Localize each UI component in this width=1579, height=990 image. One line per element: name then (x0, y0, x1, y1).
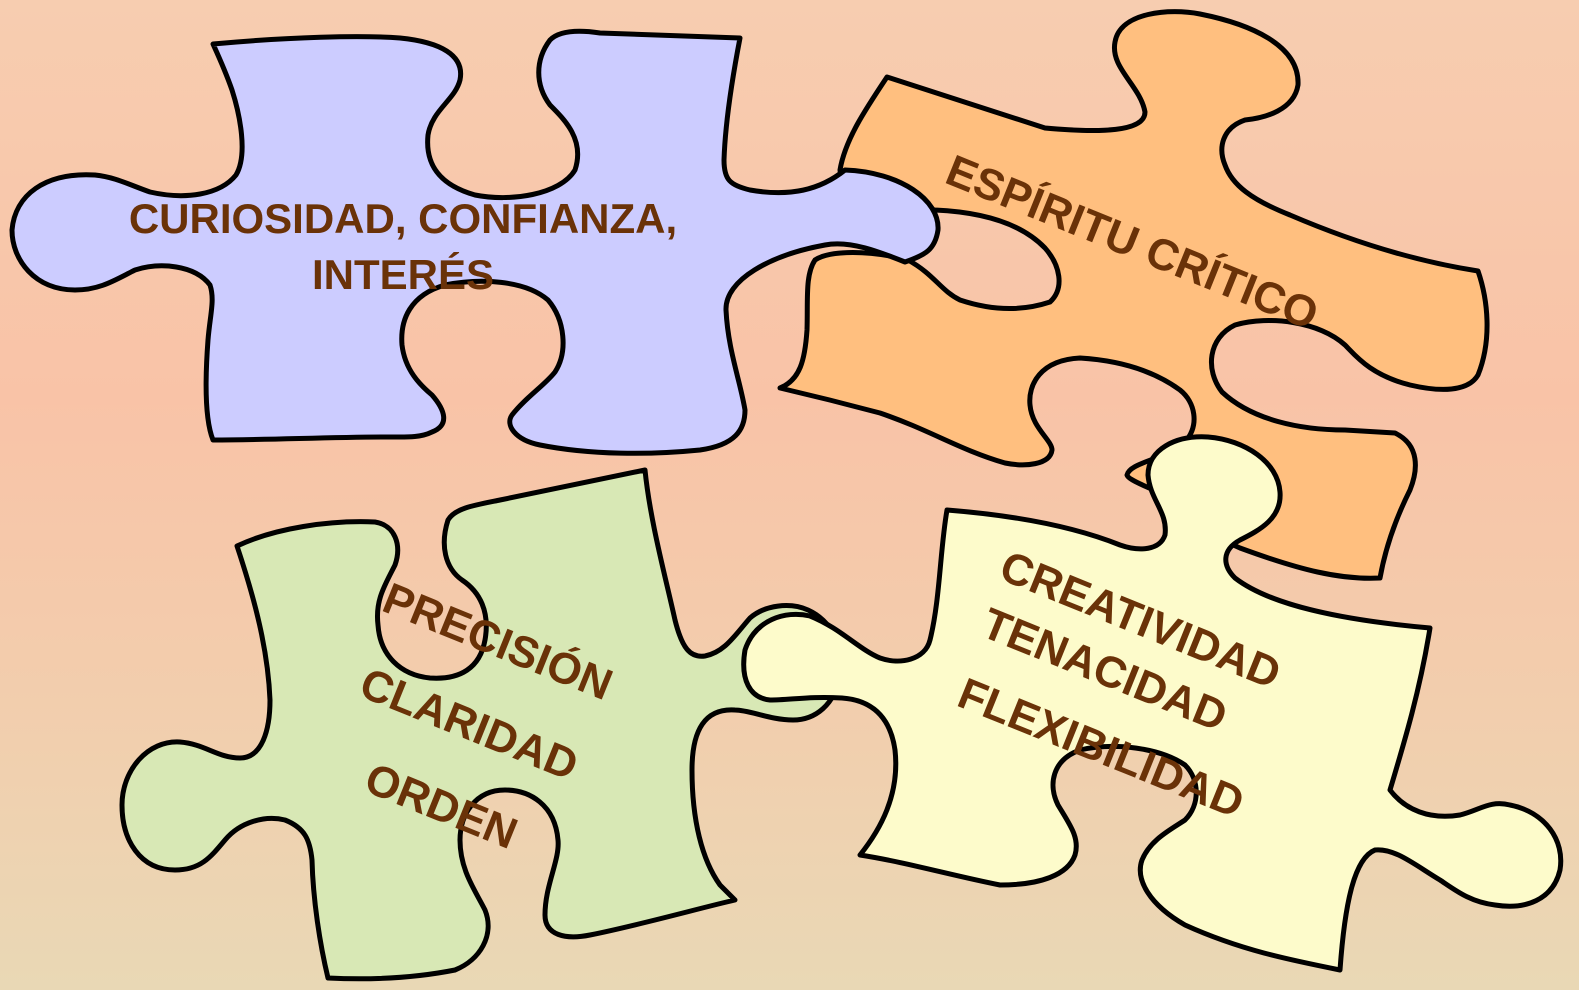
puzzle-piece-orange (777, 9, 1490, 581)
orange-piece-shape (777, 9, 1490, 581)
blue-piece-label-line1: CURIOSIDAD, CONFIANZA, (129, 195, 677, 242)
puzzle-piece-green: PRECISIÓN CLARIDAD ORDEN (119, 467, 844, 982)
blue-piece-shape (9, 28, 941, 456)
blue-piece-label-line2: INTERÉS (312, 251, 494, 298)
green-piece-shape (119, 467, 844, 982)
puzzle-piece-blue: CURIOSIDAD, CONFIANZA, INTERÉS (9, 28, 941, 456)
yellow-piece-shape (741, 434, 1564, 973)
puzzle-piece-yellow: CREATIVIDAD TENACIDAD FLEXIBILIDAD (741, 434, 1564, 973)
